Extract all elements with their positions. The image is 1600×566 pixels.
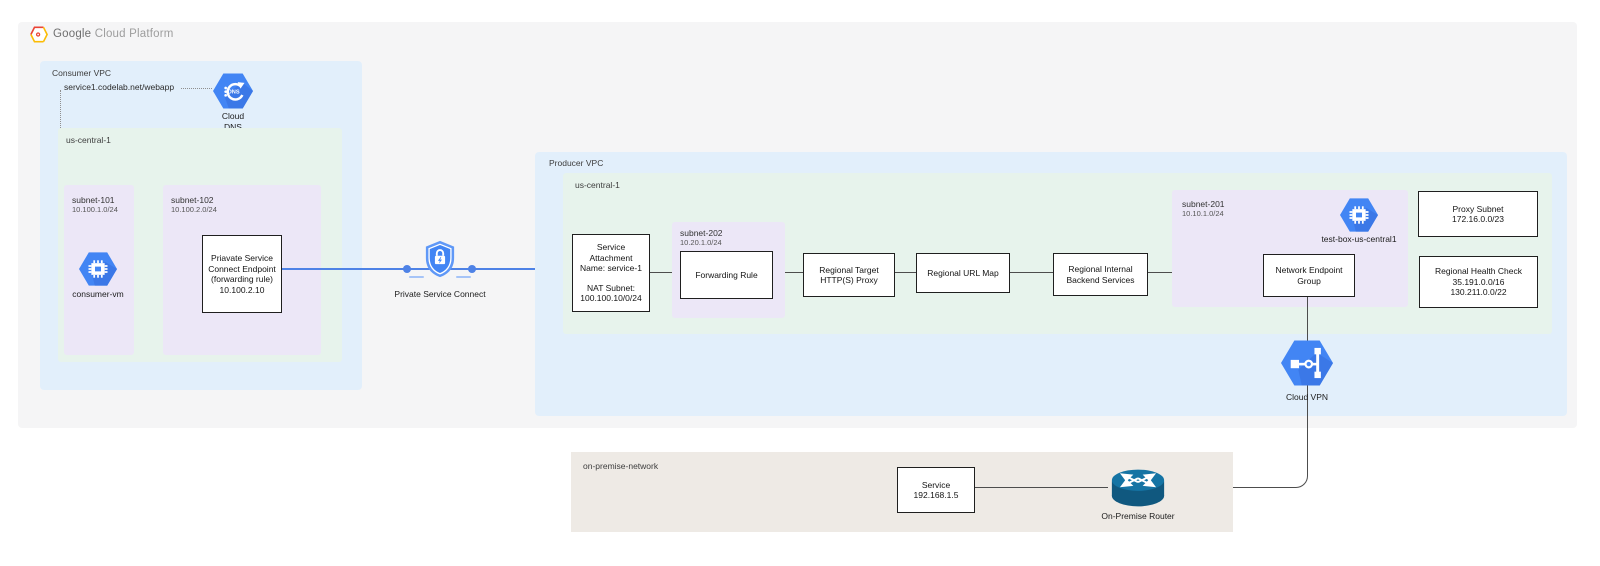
health-check-line3: 130.211.0.0/22 xyxy=(1450,287,1507,298)
psc-left-dot xyxy=(403,265,411,273)
cloud-dns-label: Cloud DNS xyxy=(203,111,263,132)
connector-proxy-to-urlmap xyxy=(895,272,916,273)
health-check-line2: 35.191.0.0/16 xyxy=(1452,276,1505,287)
dns-dotted-connector xyxy=(181,88,212,89)
gcp-logo-icon xyxy=(30,26,49,43)
onprem-service-line2: 192.168.1.5 xyxy=(913,490,959,500)
service-attachment-line3: Name: service-1 xyxy=(580,263,642,274)
proxy-subnet-box: Proxy Subnet 172.16.0.0/23 xyxy=(1418,191,1538,237)
connector-urlmap-to-backend xyxy=(1010,272,1053,273)
neg-line1: Network Endpoint xyxy=(1275,265,1343,275)
consumer-region-label: us-central-1 xyxy=(66,135,111,145)
neg-line2: Group xyxy=(1297,275,1321,286)
service-attachment-box: Service Attachment Name: service-1 NAT S… xyxy=(572,234,650,312)
svg-text:DNS: DNS xyxy=(228,90,240,96)
producer-vpc-label: Producer VPC xyxy=(549,158,604,168)
subnet-102-name: subnet-102 xyxy=(171,195,214,205)
proxy-subnet-line1: Proxy Subnet xyxy=(1452,203,1504,214)
service-attachment-line1: Service xyxy=(596,242,626,253)
subnet-102-cidr: 10.100.2.0/24 xyxy=(171,205,217,214)
consumer-vm-icon xyxy=(79,252,117,286)
brand-cloud-platform: Cloud Platform xyxy=(94,28,174,40)
psc-endpoint-line2: Connect Endpoint xyxy=(208,263,276,274)
test-box-vm-icon xyxy=(1340,198,1378,232)
cloud-dns-label-line2: DNS xyxy=(224,121,242,132)
consumer-vpc-label: Consumer VPC xyxy=(52,68,112,78)
onprem-router-icon xyxy=(1108,465,1168,509)
psc-speedline-right xyxy=(456,276,471,278)
onprem-service-line1: Service xyxy=(921,479,951,490)
forwarding-rule-label: Forwarding Rule xyxy=(695,269,758,280)
subnet-202-name: subnet-202 xyxy=(680,228,723,238)
proxy-subnet-line2: 172.16.0.0/23 xyxy=(1452,214,1504,224)
psc-endpoint-line4: 10.100.2.10 xyxy=(219,284,265,295)
brand-google: Google xyxy=(53,28,92,40)
backend-services-line2: Backend Services xyxy=(1066,274,1135,285)
dns-record-text: service1.codelab.net/webapp xyxy=(64,82,175,92)
consumer-vm-label: consumer-vm xyxy=(72,289,124,299)
service-attachment-line4: NAT Subnet: xyxy=(587,282,635,293)
brand-title: Google Cloud Platform xyxy=(53,28,174,40)
test-box-label: test-box-us-central1 xyxy=(1321,234,1397,244)
target-proxy-box: Regional Target HTTP(S) Proxy xyxy=(803,253,895,297)
health-check-box: Regional Health Check 35.191.0.0/16 130.… xyxy=(1419,256,1538,308)
psc-blue-connector xyxy=(282,268,572,270)
producer-region-label: us-central-1 xyxy=(575,180,620,190)
psc-endpoint-line1: Priavate Service xyxy=(211,253,273,263)
subnet-202-cidr: 10.20.1.0/24 xyxy=(680,238,722,247)
network-endpoint-group-box: Network Endpoint Group xyxy=(1263,254,1355,297)
connector-sa-to-fr xyxy=(650,272,680,273)
connector-service-to-router xyxy=(975,487,1108,488)
url-map-box: Regional URL Map xyxy=(916,253,1010,293)
cloud-dns-label-line1: Cloud xyxy=(221,111,245,121)
subnet-201-cidr: 10.10.1.0/24 xyxy=(1182,209,1224,218)
connector-neg-vpn-router xyxy=(1168,297,1308,488)
onprem-service-box: Service 192.168.1.5 xyxy=(897,467,975,513)
onprem-network-label: on-premise-network xyxy=(583,461,659,471)
subnet-202-label: subnet-202 10.20.1.0/24 xyxy=(680,228,723,247)
backend-services-line1: Regional Internal xyxy=(1068,264,1133,274)
connector-fr-to-proxy xyxy=(773,272,803,273)
subnet-201-label: subnet-201 10.10.1.0/24 xyxy=(1182,199,1225,218)
url-map-label: Regional URL Map xyxy=(927,267,999,278)
psc-right-dot xyxy=(468,265,476,273)
subnet-101-cidr: 10.100.1.0/24 xyxy=(72,205,118,214)
subnet-201-name: subnet-201 xyxy=(1182,199,1225,209)
subnet-101-label: subnet-101 10.100.1.0/24 xyxy=(72,195,118,214)
subnet-102-label: subnet-102 10.100.2.0/24 xyxy=(171,195,217,214)
target-proxy-line2: HTTP(S) Proxy xyxy=(820,275,878,285)
psc-endpoint-box: Priavate Service Connect Endpoint (forwa… xyxy=(202,235,282,313)
cloud-dns-icon: DNS xyxy=(213,73,253,109)
cloud-vpn-label: Cloud VPN xyxy=(1285,392,1329,402)
subnet-101-name: subnet-101 xyxy=(72,195,115,205)
service-attachment-line5: 100.100.10/0/24 xyxy=(580,293,642,304)
private-service-connect-icon xyxy=(424,240,456,278)
forwarding-rule-box: Forwarding Rule xyxy=(680,251,773,299)
psc-endpoint-line3: (forwarding rule) xyxy=(211,274,273,284)
onprem-router-label: On-Premise Router xyxy=(1101,511,1175,521)
cloud-vpn-icon xyxy=(1281,340,1333,386)
health-check-line1: Regional Health Check xyxy=(1435,266,1522,277)
psc-label: Private Service Connect xyxy=(394,289,486,299)
psc-speedline-left xyxy=(409,276,424,278)
service-attachment-line2: Attachment xyxy=(589,252,633,263)
target-proxy-line1: Regional Target xyxy=(819,264,879,275)
backend-services-box: Regional Internal Backend Services xyxy=(1053,253,1148,296)
